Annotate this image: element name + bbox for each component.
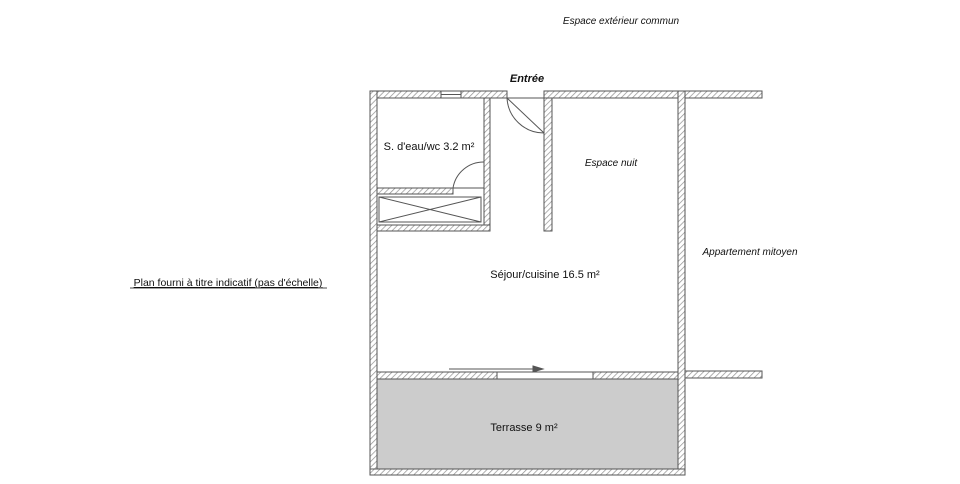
entrance-door: [506, 97, 545, 134]
bathroom-door: [452, 161, 485, 189]
sleeping-label: Espace nuit: [585, 158, 638, 169]
terrace-label: Terrasse 9 m²: [490, 422, 558, 434]
bathroom-window: [440, 90, 462, 99]
terrace-area: [377, 379, 678, 469]
living-label: Séjour/cuisine 16.5 m²: [490, 269, 600, 281]
disclaimer-label: Plan fourni à titre indicatif (pas d'éch…: [134, 277, 323, 289]
outer-walls: [369, 90, 763, 476]
storage-closet: [378, 196, 482, 223]
bathroom-label: S. d'eau/wc 3.2 m²: [384, 141, 475, 153]
interior-walls: [376, 97, 679, 380]
neighbor-label: Appartement mitoyen: [701, 247, 797, 258]
entrance-label: Entrée: [510, 73, 544, 85]
exterior-label: Espace extérieur commun: [563, 16, 680, 27]
sliding-door: [449, 365, 593, 380]
